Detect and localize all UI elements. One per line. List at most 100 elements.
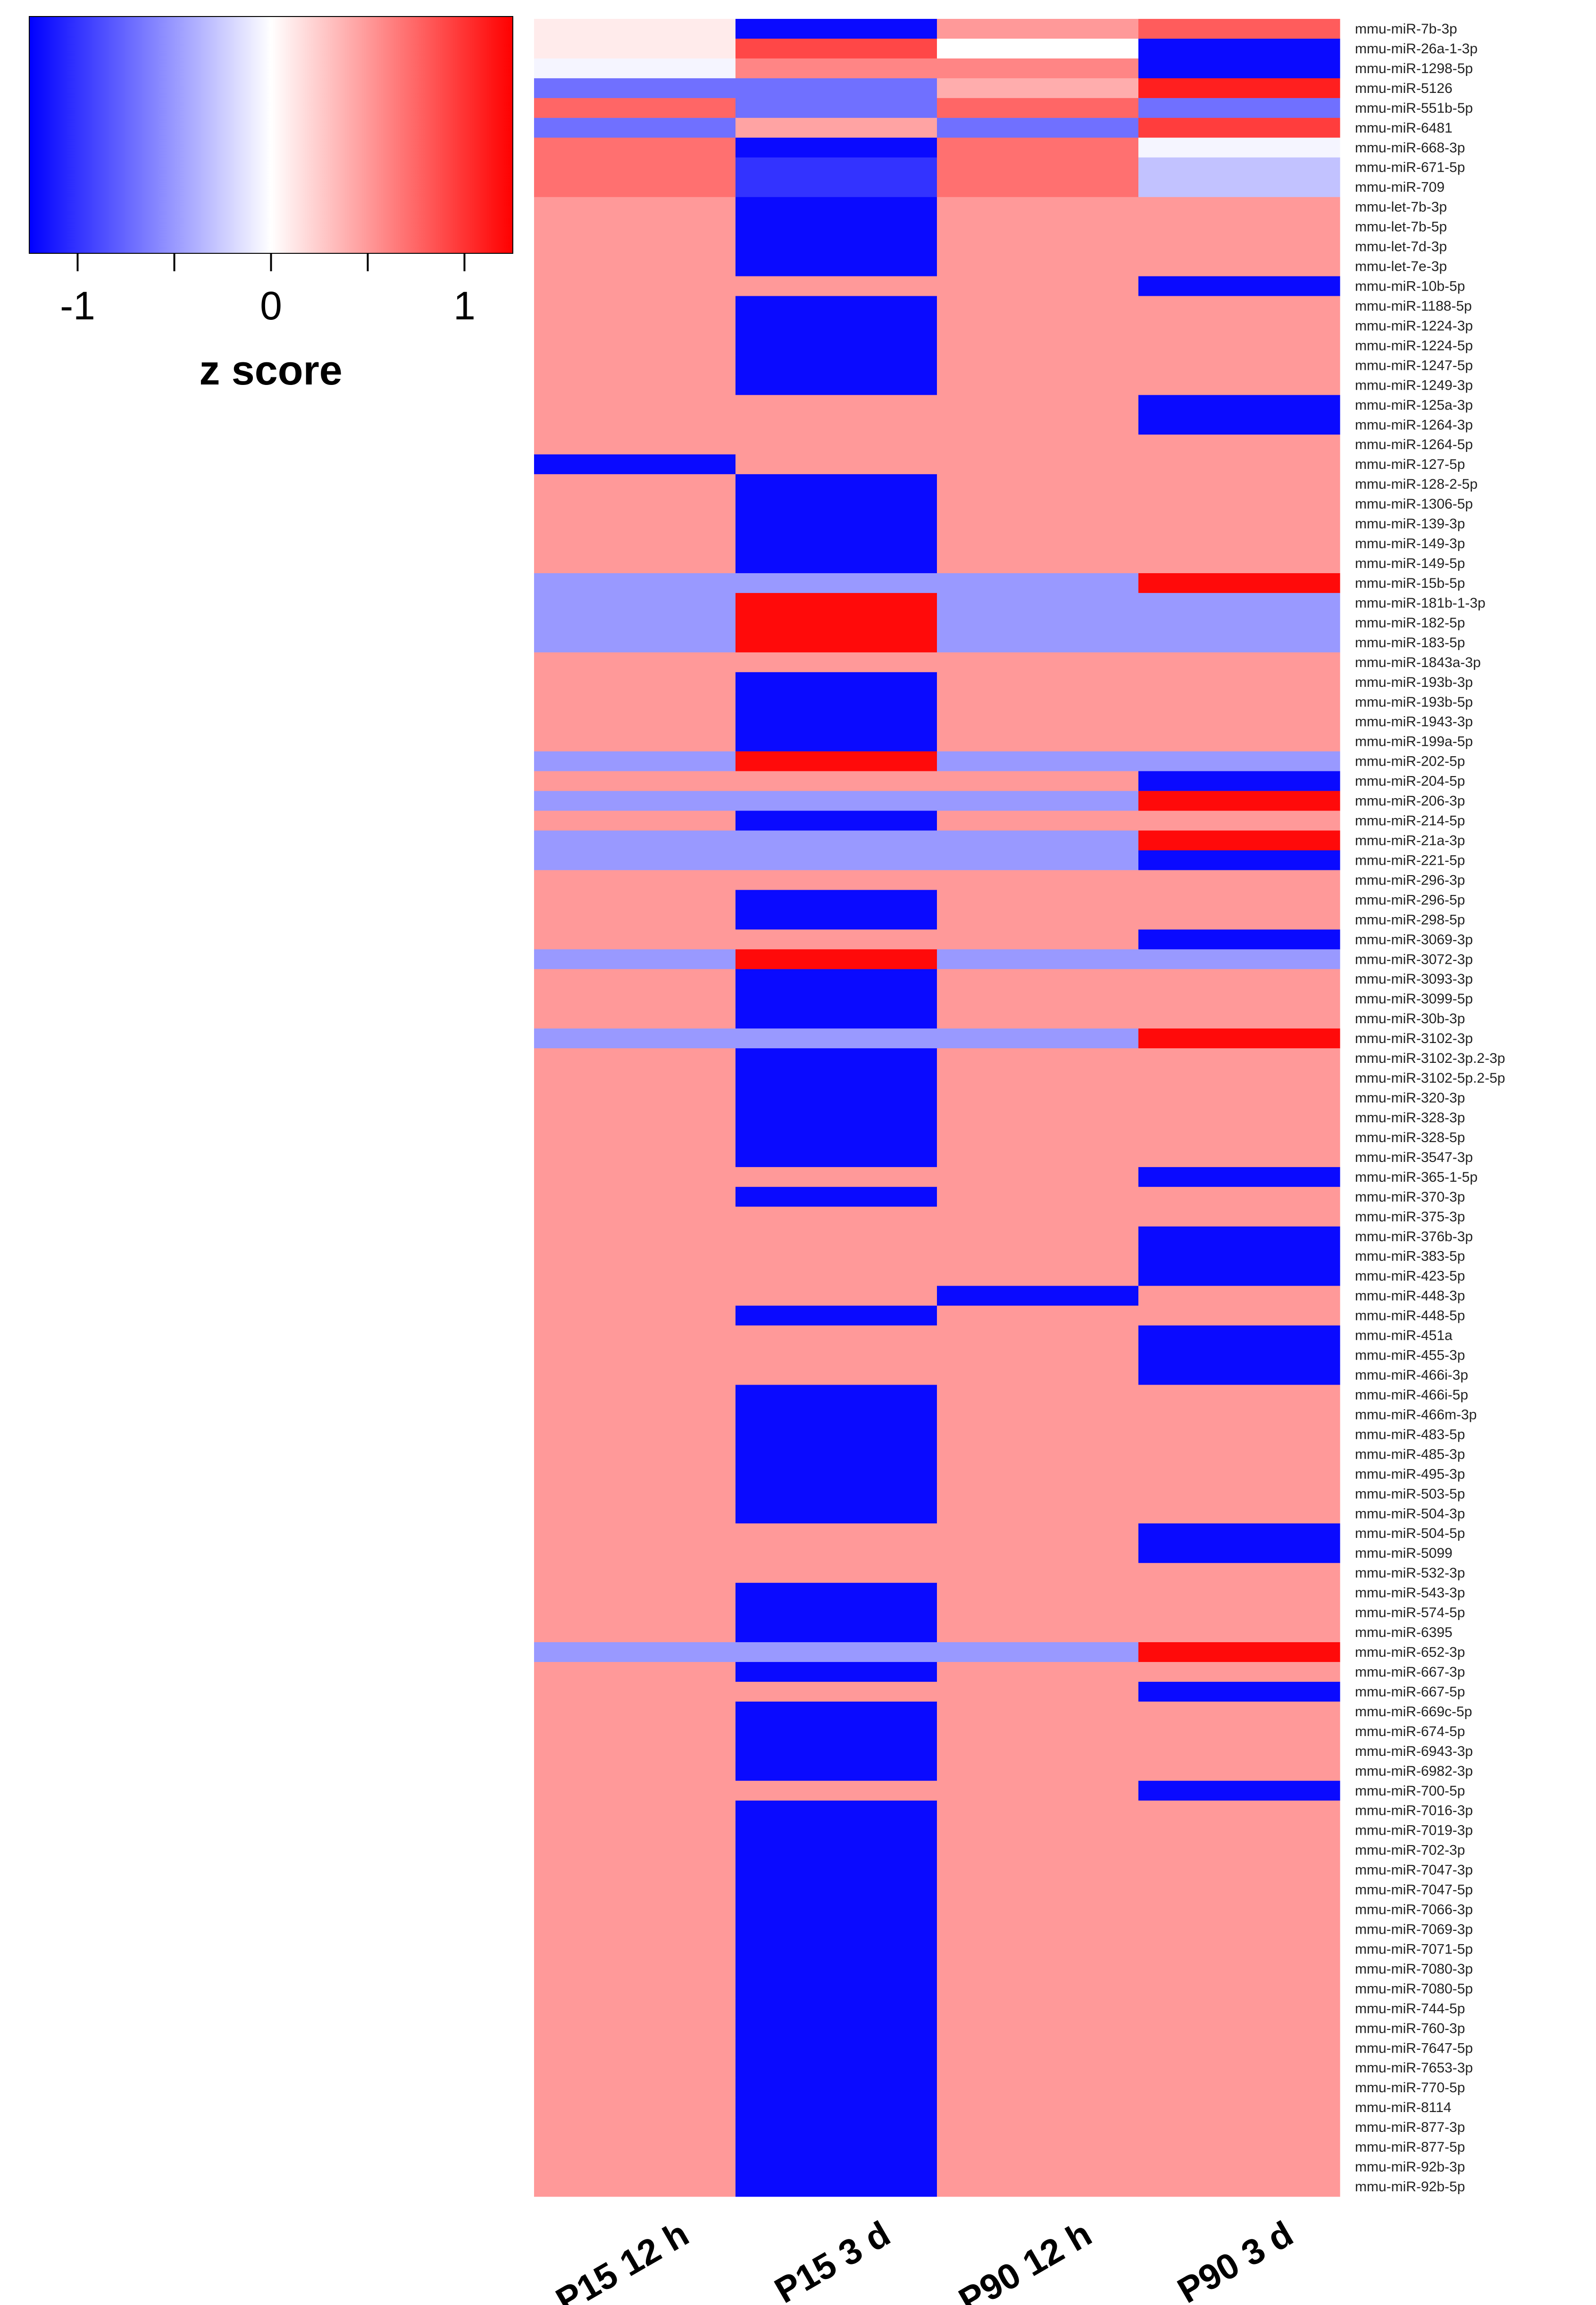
heatmap-cell — [534, 375, 736, 395]
heatmap-cell — [534, 1919, 736, 1940]
row-label: mmu-miR-92b-3p — [1355, 2159, 1465, 2175]
heatmap-cell — [1138, 2117, 1340, 2138]
heatmap-cell — [937, 711, 1139, 732]
heatmap-cell — [534, 415, 736, 435]
heatmap-cell — [1138, 296, 1340, 317]
heatmap-cell — [937, 910, 1139, 930]
heatmap-cell — [735, 593, 937, 613]
heatmap-cell — [534, 2157, 736, 2177]
row-label: mmu-miR-30b-3p — [1355, 1011, 1465, 1027]
row-label: mmu-miR-877-5p — [1355, 2139, 1465, 2155]
heatmap-cell — [534, 474, 736, 494]
heatmap-cell — [534, 870, 736, 890]
heatmap-cell — [937, 692, 1139, 712]
heatmap-cell — [534, 197, 736, 217]
heatmap-cell — [534, 137, 736, 158]
heatmap-cell — [534, 296, 736, 317]
row-label: mmu-miR-181b-1-3p — [1355, 595, 1486, 611]
heatmap-cell — [534, 1266, 736, 1286]
heatmap-cell — [937, 494, 1139, 514]
heatmap-cell — [1138, 1761, 1340, 1781]
column-label: P15 3 d — [768, 2213, 897, 2305]
heatmap-cell — [937, 1721, 1139, 1742]
heatmap-cell — [735, 514, 937, 534]
heatmap-cell — [937, 335, 1139, 356]
heatmap-cell — [534, 1167, 736, 1187]
heatmap-cell — [735, 1108, 937, 1128]
heatmap-cell — [937, 1800, 1139, 1821]
heatmap-cell — [937, 1068, 1139, 1088]
heatmap-cell — [735, 38, 937, 59]
heatmap-cell — [937, 1464, 1139, 1484]
row-label: mmu-miR-296-3p — [1355, 872, 1465, 888]
row-label: mmu-miR-667-5p — [1355, 1684, 1465, 1700]
heatmap-cell — [937, 157, 1139, 178]
heatmap-cell — [1138, 1919, 1340, 1940]
heatmap-cell — [735, 177, 937, 198]
heatmap-cell — [735, 751, 937, 772]
heatmap-cell — [735, 1305, 937, 1326]
row-label: mmu-let-7e-3p — [1355, 259, 1447, 275]
heatmap-cell — [1138, 2038, 1340, 2058]
row-label: mmu-miR-770-5p — [1355, 2080, 1465, 2096]
heatmap-cell — [735, 1484, 937, 1504]
heatmap-cell — [735, 711, 937, 732]
heatmap-cell — [735, 78, 937, 99]
heatmap-cell — [1138, 2078, 1340, 2098]
heatmap-cell — [937, 2137, 1139, 2157]
heatmap-cell — [1138, 810, 1340, 831]
heatmap-cell — [534, 19, 736, 39]
heatmap-cell — [735, 2018, 937, 2038]
heatmap-cell — [937, 850, 1139, 871]
row-label: mmu-miR-21a-3p — [1355, 833, 1465, 848]
column-label: P90 3 d — [1171, 2213, 1300, 2305]
heatmap-cell — [735, 434, 937, 455]
heatmap-cell — [534, 1603, 736, 1623]
heatmap-cell — [937, 375, 1139, 395]
heatmap-cell — [735, 1186, 937, 1207]
heatmap-cell — [534, 1761, 736, 1781]
heatmap-cell — [937, 1484, 1139, 1504]
heatmap-cell — [735, 1365, 937, 1386]
heatmap-cell — [735, 1603, 937, 1623]
heatmap-cell — [735, 1662, 937, 1682]
heatmap-cell — [735, 929, 937, 950]
heatmap-cell — [735, 1206, 937, 1227]
heatmap-cell — [735, 890, 937, 910]
heatmap-cell — [937, 474, 1139, 494]
heatmap-cell — [1138, 1484, 1340, 1504]
row-label: mmu-miR-3099-5p — [1355, 991, 1473, 1007]
heatmap-cell — [937, 355, 1139, 376]
row-label: mmu-miR-3102-3p — [1355, 1031, 1473, 1046]
heatmap-cell — [937, 929, 1139, 950]
heatmap-cell — [937, 117, 1139, 138]
heatmap-cell — [937, 1662, 1139, 1682]
heatmap-cell — [937, 1840, 1139, 1861]
heatmap-cell — [1138, 1603, 1340, 1623]
row-label: mmu-miR-1188-5p — [1355, 298, 1472, 314]
heatmap-cell — [735, 2038, 937, 2058]
heatmap-cell — [1138, 1009, 1340, 1029]
heatmap-cell — [534, 593, 736, 613]
heatmap-cell — [937, 256, 1139, 277]
heatmap-cell — [1138, 98, 1340, 118]
heatmap-cell — [534, 335, 736, 356]
heatmap-cell — [735, 137, 937, 158]
heatmap-cell — [1138, 870, 1340, 890]
heatmap-cell — [735, 19, 937, 39]
row-label: mmu-miR-7019-3p — [1355, 1823, 1473, 1838]
heatmap-cell — [1138, 1860, 1340, 1880]
row-label: mmu-miR-298-5p — [1355, 912, 1465, 927]
heatmap-cell — [1138, 177, 1340, 198]
heatmap-cell — [735, 1464, 937, 1484]
heatmap-cell — [1138, 1464, 1340, 1484]
row-label: mmu-miR-376b-3p — [1355, 1229, 1473, 1244]
heatmap-cell — [937, 1543, 1139, 1563]
heatmap-cell — [937, 137, 1139, 158]
heatmap-cell — [937, 1048, 1139, 1069]
heatmap-cell — [735, 1424, 937, 1445]
heatmap-cell — [937, 1761, 1139, 1781]
row-label: mmu-miR-7047-5p — [1355, 1882, 1473, 1898]
heatmap-cell — [1138, 1642, 1340, 1662]
row-label: mmu-miR-667-3p — [1355, 1664, 1465, 1680]
